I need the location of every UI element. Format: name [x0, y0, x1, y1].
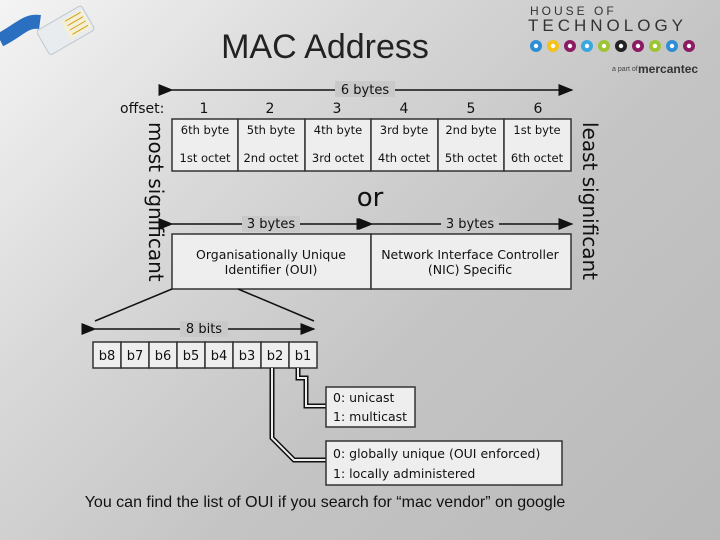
logo-dot-center-2: [550, 43, 556, 49]
least-significant-label: least significant: [578, 122, 602, 280]
admin-box: [325, 440, 563, 486]
offset-1: 1: [200, 101, 209, 117]
byte-cell-6: 1st byte: [513, 123, 560, 137]
network-cable-icon: [0, 5, 95, 55]
nic-label-line1: Network Interface Controller: [381, 247, 559, 262]
offset-4: 4: [400, 101, 409, 117]
unicast-label: 0: unicast: [333, 390, 395, 405]
six-bytes-label-bg: [335, 81, 395, 97]
logo-dot-center-6: [618, 43, 624, 49]
byte-cell-2: 5th byte: [247, 123, 295, 137]
local-label: 1: locally administered: [333, 466, 475, 481]
three-bytes-left-label: 3 bytes: [247, 217, 295, 232]
footer-note: You can find the list of OUI if you sear…: [84, 494, 566, 511]
cast-box: [325, 386, 416, 428]
logo-dot-center-3: [567, 43, 573, 49]
b1-connector: [295, 368, 326, 409]
eight-bits-label: 8 bits: [186, 322, 222, 337]
multicast-label: 1: multicast: [333, 409, 407, 424]
offset-6: 6: [534, 101, 543, 117]
logo-dot-center-8: [652, 43, 658, 49]
octet-cell-3: 3rd octet: [312, 151, 365, 165]
bit-cells: [92, 341, 318, 369]
byte-cell-5: 2nd byte: [445, 123, 496, 137]
bit-b8: b8: [99, 349, 116, 364]
bit-b6: b6: [155, 349, 172, 364]
logo-dot-center-7: [635, 43, 641, 49]
bit-b5: b5: [183, 349, 200, 364]
offset-2: 2: [266, 101, 275, 117]
oui-label-line2: Identifier (OUI): [225, 262, 318, 277]
global-label: 0: globally unique (OUI enforced): [333, 446, 540, 461]
logo-brand: mercantec: [638, 62, 699, 76]
logo-dot-center-10: [686, 43, 692, 49]
bit-b1: b1: [295, 349, 312, 364]
offset-label: offset:: [120, 101, 164, 117]
most-significant-label: most significant: [144, 122, 168, 282]
octet-cell-2: 2nd octet: [243, 151, 299, 165]
nic-label-line2: (NIC) Specific: [428, 262, 512, 277]
or-label: or: [357, 183, 384, 213]
logo-text-top: HOUSE OF: [530, 4, 617, 18]
octet-cell-6: 6th octet: [511, 151, 564, 165]
six-bytes-label: 6 bytes: [341, 83, 389, 98]
offset-5: 5: [467, 101, 476, 117]
nic-box: [370, 233, 572, 290]
byte-cell-4: 3rd byte: [380, 123, 429, 137]
byte-table: [171, 118, 572, 172]
logo-dot-center-5: [601, 43, 607, 49]
logo-text-main: TECHNOLOGY: [528, 16, 688, 35]
bit-b7: b7: [127, 349, 144, 364]
logo-dot-center-9: [669, 43, 675, 49]
bit-b2: b2: [267, 349, 284, 364]
byte-cell-3: 4th byte: [314, 123, 362, 137]
three-bytes-right-label: 3 bytes: [446, 217, 494, 232]
octet-cell-1: 1st octet: [180, 151, 231, 165]
octet-cell-5: 5th octet: [445, 151, 498, 165]
bit-b4: b4: [211, 349, 228, 364]
logo-sub-text: a part of: [612, 66, 638, 73]
offset-3: 3: [333, 101, 342, 117]
slide-title: MAC Address: [221, 28, 429, 66]
logo-dot-center-1: [533, 43, 539, 49]
logo-dot-center-4: [584, 43, 590, 49]
octet-cell-4: 4th octet: [378, 151, 431, 165]
byte-cell-1: 6th byte: [181, 123, 229, 137]
oui-label-line1: Organisationally Unique: [196, 247, 346, 262]
bit-b3: b3: [239, 349, 256, 364]
logo-dots: [530, 40, 695, 52]
